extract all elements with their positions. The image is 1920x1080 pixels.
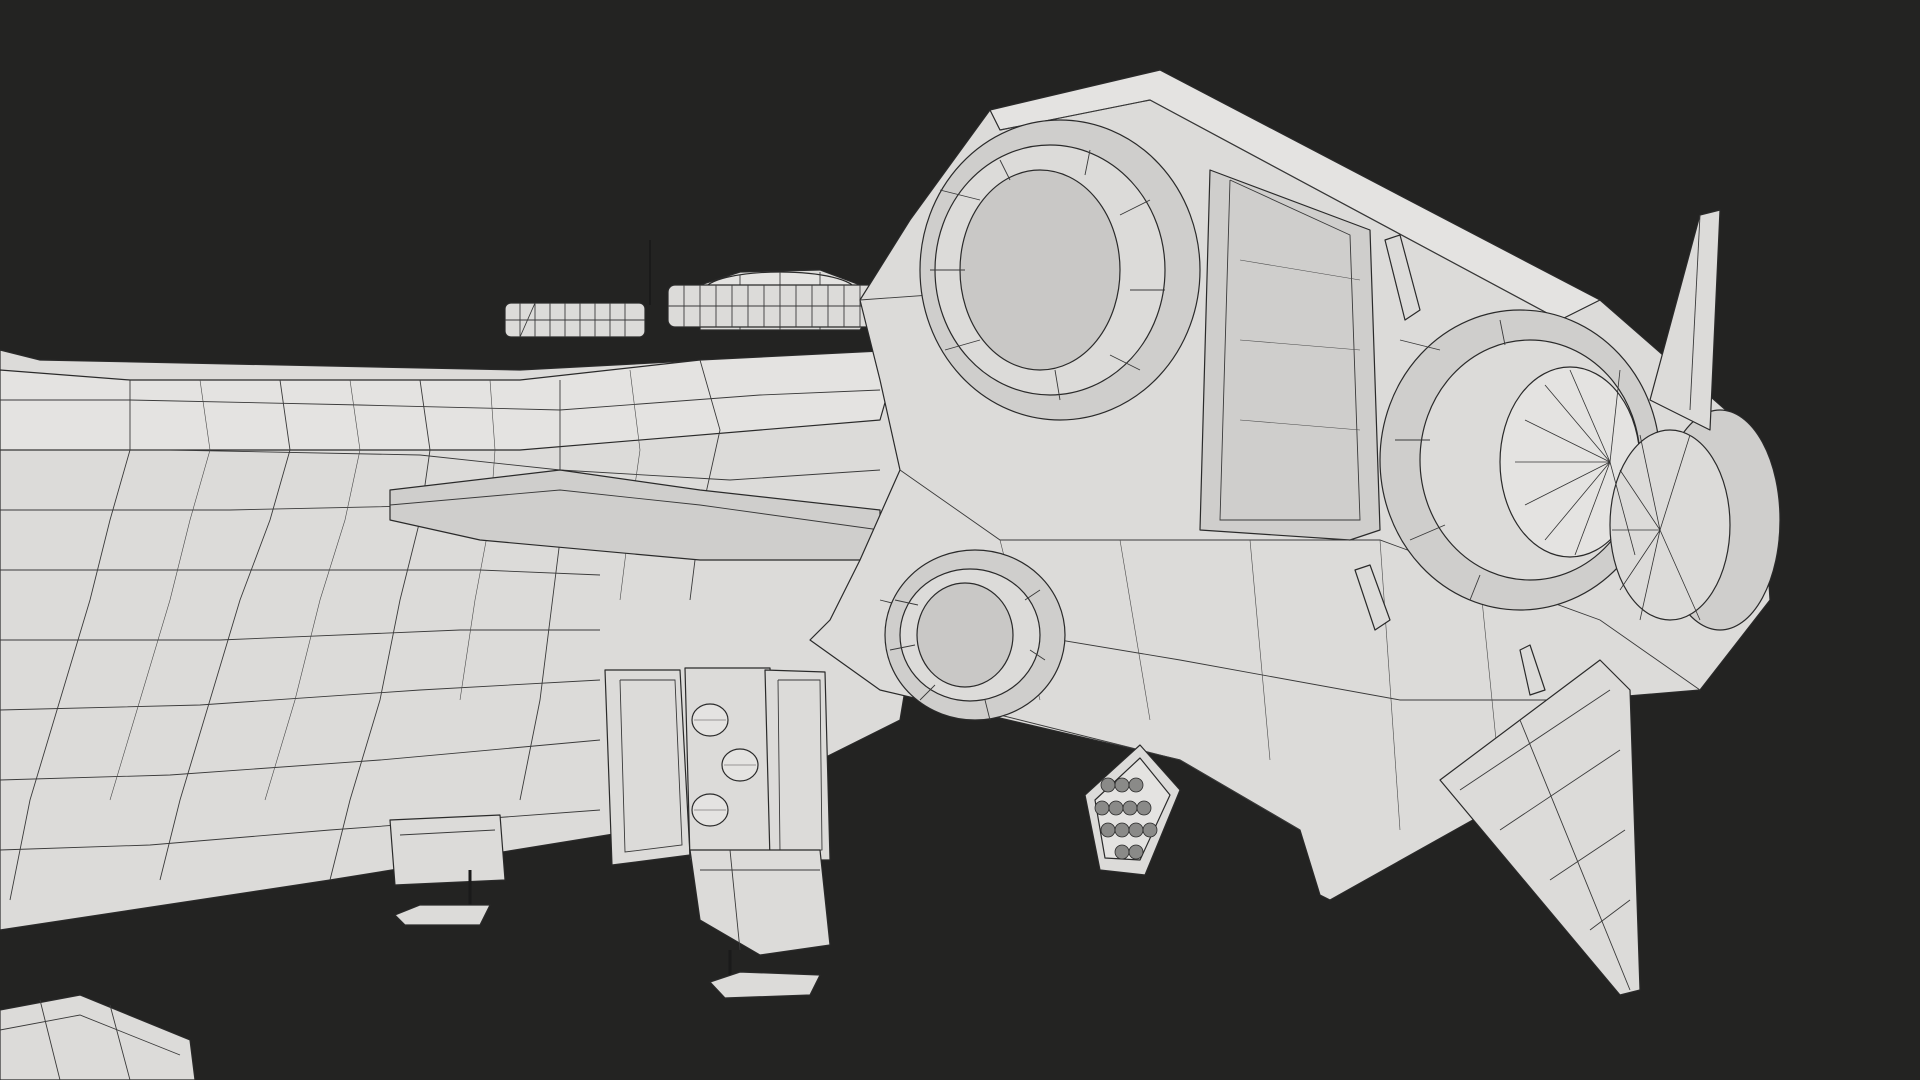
dorsal-fin <box>1649 209 1721 431</box>
thruster-nozzles <box>1379 309 1781 631</box>
side-greebles <box>1354 234 1546 696</box>
landing-gear-rear <box>0 994 196 1080</box>
engine-intake-lower <box>884 549 1066 721</box>
engine-intake-upper <box>919 119 1201 421</box>
landing-gear-front <box>389 814 506 926</box>
side-weapon-box <box>604 667 831 866</box>
dorsal-turret <box>504 240 881 338</box>
ventral-fin <box>1439 659 1641 996</box>
rocket-pod <box>1084 744 1181 876</box>
landing-gear-middle <box>689 849 831 999</box>
